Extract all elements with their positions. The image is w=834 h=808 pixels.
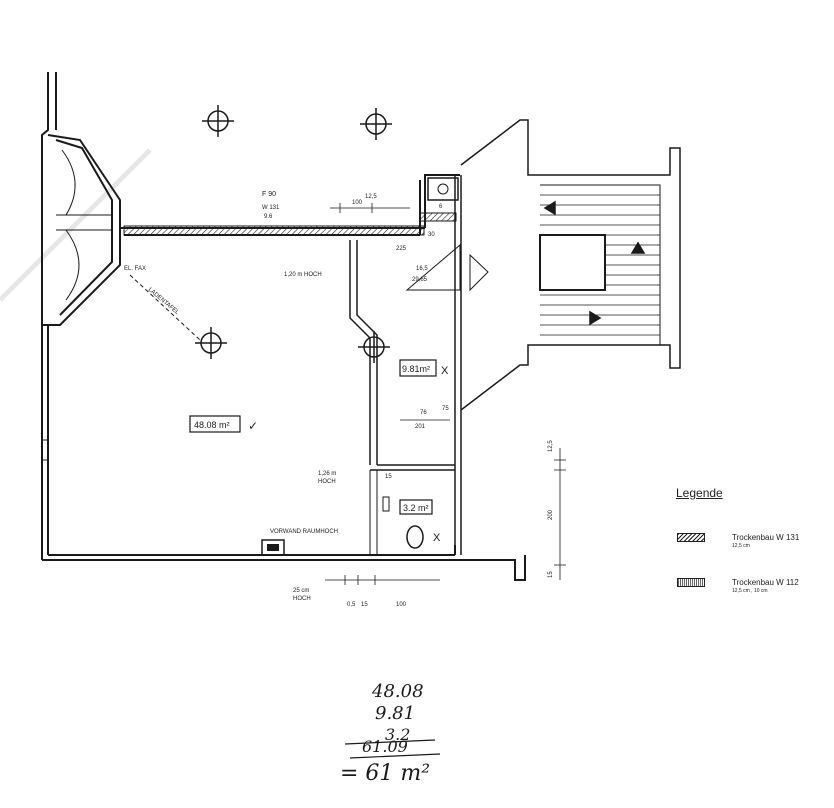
dim-15: 15 bbox=[385, 474, 392, 480]
dim-100: 100 bbox=[352, 200, 363, 206]
legend-sub-w112: 12,5 cm , 10 cm bbox=[732, 588, 768, 594]
room-area-hall: 9.81m² bbox=[402, 364, 430, 374]
label-f90: F 90 bbox=[262, 191, 276, 198]
label-120-hoch: 1,20 m HOCH bbox=[284, 272, 322, 278]
radiator-fixture bbox=[261, 539, 285, 556]
drywall-w131-small bbox=[419, 212, 457, 222]
staircase bbox=[460, 119, 681, 411]
dim-12-5b: 12,5 bbox=[548, 440, 554, 452]
label-ladentafel: LADENTAFEL bbox=[147, 287, 181, 317]
sum-line-3: 3.2 bbox=[385, 725, 410, 744]
bay-window bbox=[41, 72, 121, 326]
room-mark-wc: X bbox=[433, 532, 441, 544]
drywall-w131-top bbox=[123, 225, 425, 236]
dim-16-5: 16,5 bbox=[416, 266, 428, 272]
dim-15c: 15 bbox=[548, 571, 554, 578]
label-w131-sub: 9.6 bbox=[264, 214, 273, 220]
label-vorwand: VORWAND RAUMHOCH bbox=[270, 529, 338, 535]
outer-walls bbox=[41, 174, 526, 581]
dim-6: 6 bbox=[439, 204, 443, 210]
label-25cm-hoch: HOCH bbox=[293, 596, 311, 602]
sum-line-2: 9.81 bbox=[375, 703, 415, 724]
sum-line-1: 48.08 bbox=[371, 681, 424, 702]
hatch-swatch-w131 bbox=[677, 533, 705, 542]
dim-75: 75 bbox=[442, 406, 449, 412]
dim-30: 30 bbox=[428, 232, 435, 238]
label-25cm: 25 cm bbox=[293, 588, 309, 594]
room-area-wc: 3.2 m² bbox=[403, 503, 429, 513]
sink-fixture bbox=[427, 177, 459, 201]
sum-line-4: 61.09 bbox=[362, 737, 408, 756]
label-w131: W 131 bbox=[262, 205, 280, 211]
legend-label-w112: Trockenbau W 112 bbox=[732, 578, 799, 587]
dim-12-5: 12,5 bbox=[365, 194, 377, 200]
room-mark-hall: X bbox=[441, 365, 449, 377]
dim-15b: 15 bbox=[361, 602, 368, 608]
label-el-fax: EL. FAX bbox=[124, 266, 146, 272]
room-area-main: 48.08 m² bbox=[194, 420, 230, 430]
label-126-hoch: HOCH bbox=[318, 479, 336, 485]
toilet-fixture bbox=[406, 525, 424, 549]
dim-201: 201 bbox=[415, 424, 426, 430]
label-126: 1,26 m bbox=[318, 471, 336, 477]
ceiling-light-symbols bbox=[195, 105, 392, 363]
dim-225: 225 bbox=[396, 246, 407, 252]
dim-0-5: 0,5 bbox=[347, 602, 356, 608]
dim-200: 200 bbox=[548, 509, 554, 520]
hatch-swatch-w112 bbox=[677, 578, 705, 587]
dim-100b: 100 bbox=[396, 602, 407, 608]
dim-29-65: 29,65 bbox=[412, 277, 428, 283]
interior-walls bbox=[349, 175, 462, 555]
sum-total: = 61 m² bbox=[340, 761, 430, 786]
legend-title: Legende bbox=[676, 486, 723, 500]
legend-label-w131: Trockenbau W 131 bbox=[732, 533, 800, 542]
check-mark: ✓ bbox=[248, 419, 258, 433]
dim-76: 76 bbox=[420, 410, 427, 416]
legend-sub-w131: 12,5 cm bbox=[732, 543, 750, 549]
